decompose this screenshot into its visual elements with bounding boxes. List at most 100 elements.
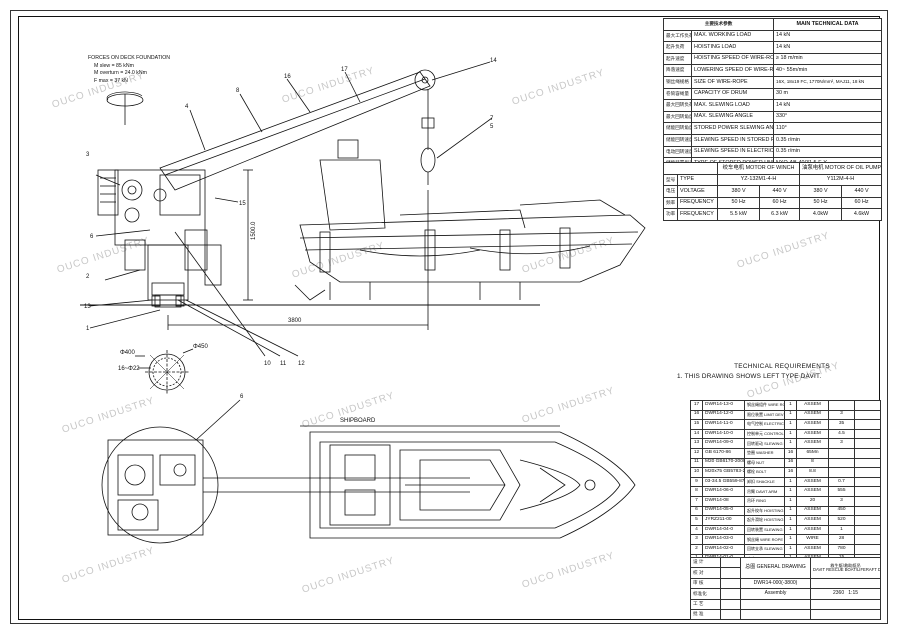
bom-cell-mat: 8.8	[796, 467, 829, 478]
bom-cell-no: 17	[690, 400, 703, 411]
spec-header-en: MAIN TECHNICAL DATA	[773, 18, 883, 31]
bom-cell-qty: 1	[784, 486, 797, 497]
bom-cell-no: 4	[690, 524, 703, 536]
bom-cell-mat: ASSEM	[796, 505, 829, 517]
pedestal	[147, 244, 189, 301]
spec-cn: 电动回转速度	[663, 145, 692, 159]
dim-pcd: Φ450	[193, 344, 208, 350]
bom-cell-name: 卸扣 SHACKLE	[744, 476, 785, 488]
motor-value: 440 V	[759, 185, 800, 198]
bom-cell-qty: 16	[784, 457, 797, 469]
bom-cell-wt: 780	[828, 543, 855, 555]
tb-product-cn: 救生艇/救助艇吊	[830, 562, 861, 568]
callout-5: 5	[490, 124, 494, 130]
tb-assembly: Assembly	[740, 588, 811, 600]
motor-value: 5.5 kW	[717, 208, 760, 221]
motor-row: 频率 FREQUENCY 50 Hz 60 Hz 50 Hz 60 Hz	[663, 196, 883, 210]
bom-cell-wt: 555	[828, 486, 855, 497]
tb-weight: 2360	[832, 590, 845, 597]
tb-drawing-no: DWR14-000(-3800)	[740, 577, 811, 590]
bom-cell-wt: 0.7	[828, 476, 855, 488]
bom-cell-mat: ASSEM	[796, 438, 829, 449]
spec-value: 14 kN	[773, 29, 883, 43]
bom-cell-name: 回转驱动 SLEWING DRIVE	[744, 438, 785, 449]
motor-row: 功率 FREQUENCY 5.5 kW 6.3 kW 4.0kW 4.6kW	[663, 208, 883, 221]
spec-label: STORED POWER SLEWING ANGLE	[690, 122, 775, 135]
bom-cell-code: M20x75 GB5783-2000	[702, 467, 745, 478]
bom-cell-code: DWR14-08	[702, 495, 745, 507]
callout-3: 3	[86, 152, 90, 158]
bom-cell-code: DWR14-13-0	[702, 400, 745, 411]
bom-cell-qty: 1	[784, 438, 797, 449]
bom-cell-name: 起升绞车 HOISTING WINCH	[744, 505, 785, 517]
spec-cn: 钢丝绳规格	[663, 75, 692, 89]
tb-checked: 校 对	[690, 567, 721, 579]
motor-label: TYPE	[677, 173, 718, 187]
motor-value: 6.3 kW	[759, 208, 800, 221]
winch-housing	[114, 169, 206, 246]
bom-cell-wt: 28	[828, 534, 855, 545]
bom-cell-mat: ASSEM	[796, 476, 829, 488]
tb-product-cell: 救生艇/救助艇吊 DAVIT RESCUE BOAT/LIFERAFT DAVI…	[810, 557, 881, 579]
bom-cell-wt: 3	[828, 409, 855, 421]
bom-cell-qty: 1	[784, 400, 797, 411]
bom-cell-no: 11	[690, 457, 703, 469]
motor-value: 50 Hz	[717, 196, 760, 210]
motor-pump-header: 油泵电机 MOTOR OF OIL PUMP	[798, 162, 883, 175]
motor-value: 380 V	[717, 185, 760, 198]
motor-row: 型号 TYPE YZ-132M1-4-H Y112M-4-H	[663, 173, 883, 187]
davit-arm	[159, 71, 431, 191]
bom-cell-mat: WIRE	[796, 534, 829, 545]
spec-value: 30 m	[773, 87, 883, 101]
bom-cell-name: 控制单元 CONTROL UNIT	[744, 428, 785, 440]
forces-title: FORCES ON DECK FOUNDATION	[88, 55, 171, 61]
spec-value: 14 kN	[773, 99, 883, 112]
bolt-circle-detail	[148, 353, 186, 391]
spec-cn: 最大回转角度	[663, 110, 692, 124]
callout-10: 10	[264, 361, 271, 367]
spec-label: SLEWING SPEED IN STORED POWER DRIVEN	[690, 133, 775, 147]
spec-cn: 起升负荷	[663, 41, 692, 54]
motor-value: Y112M-4-H	[798, 173, 883, 187]
winch-plan	[107, 439, 204, 536]
bom-cell-no: 16	[690, 409, 703, 421]
motor-value: YZ-132M1-4-H	[717, 173, 800, 187]
spec-cn: 最大工作负荷	[663, 29, 692, 43]
motor-value: 60 Hz	[840, 196, 883, 210]
motor-cn: 电压	[663, 185, 678, 198]
tb-process: 工 艺	[690, 598, 721, 610]
technical-requirements: TECHNICAL REQUIREMENTS 1. THIS DRAWING S…	[677, 363, 887, 380]
bom-cell-mat: ASSEM	[796, 543, 829, 555]
bom-cell-note	[854, 400, 881, 411]
motor-cn: 频率	[663, 196, 678, 210]
callout-12: 12	[298, 361, 305, 367]
forces-m-slew: M slew = 85 kNm	[94, 62, 134, 69]
bom-cell-name: 吊臂 DAVIT ARM	[744, 486, 785, 497]
tb-approve: 审 核	[690, 577, 721, 590]
bom-cell-mat: ASSEM	[796, 524, 829, 536]
tb-weight-scale: 2360 1:15	[810, 588, 881, 600]
bom-cell-note	[854, 438, 881, 449]
motor-header-row: 绞车电机 MOTOR OF WINCH 油泵电机 MOTOR OF OIL PU…	[663, 162, 883, 175]
bom-cell-mat: ASSEM	[796, 419, 829, 430]
forces-m-overturn: M overturn = 24.0 kNm	[94, 70, 147, 76]
bom-cell-wt: 450	[828, 505, 855, 517]
spec-label: LOWERING SPEED OF WIRE-ROPE	[690, 64, 775, 77]
winch-drum	[121, 179, 143, 201]
bom-cell-note	[854, 515, 881, 526]
bom-cell-qty: 16	[784, 467, 797, 478]
bom-cell-name: 电气控制 ELECTRIC CONTROL	[744, 419, 785, 430]
bom-cell-note	[854, 543, 881, 555]
motor-value: 60 Hz	[759, 196, 800, 210]
